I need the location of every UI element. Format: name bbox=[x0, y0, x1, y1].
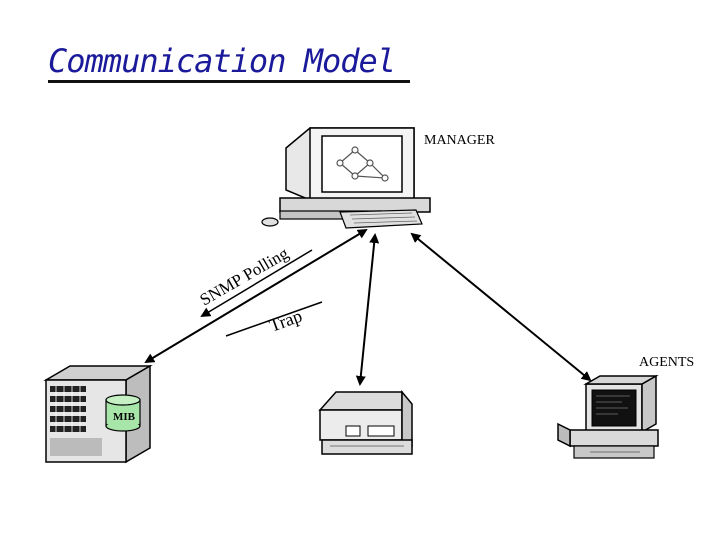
snmp-polling-label: SNMP Polling bbox=[197, 243, 293, 309]
agents-label: AGENTS bbox=[639, 355, 695, 370]
polling-arrow bbox=[200, 249, 313, 318]
manager-to-printer-agent-arrow bbox=[355, 233, 380, 386]
server-agent-icon: MIB bbox=[43, 364, 153, 464]
mib-database-icon: MIB bbox=[105, 394, 141, 432]
trap-line bbox=[225, 301, 323, 337]
manager-to-pc-agent-arrow bbox=[410, 232, 592, 382]
slide-title: Communication Model bbox=[48, 42, 396, 80]
trap-label: Trap bbox=[267, 306, 305, 336]
manager-workstation-icon bbox=[261, 127, 431, 229]
manager-to-mib-agent-arrow bbox=[144, 228, 368, 364]
manager-label: MANAGER bbox=[424, 133, 495, 148]
printer-agent-icon bbox=[318, 389, 413, 455]
mib-label: MIB bbox=[113, 411, 136, 423]
pc-agent-icon bbox=[557, 374, 659, 459]
title-underline bbox=[48, 80, 410, 83]
